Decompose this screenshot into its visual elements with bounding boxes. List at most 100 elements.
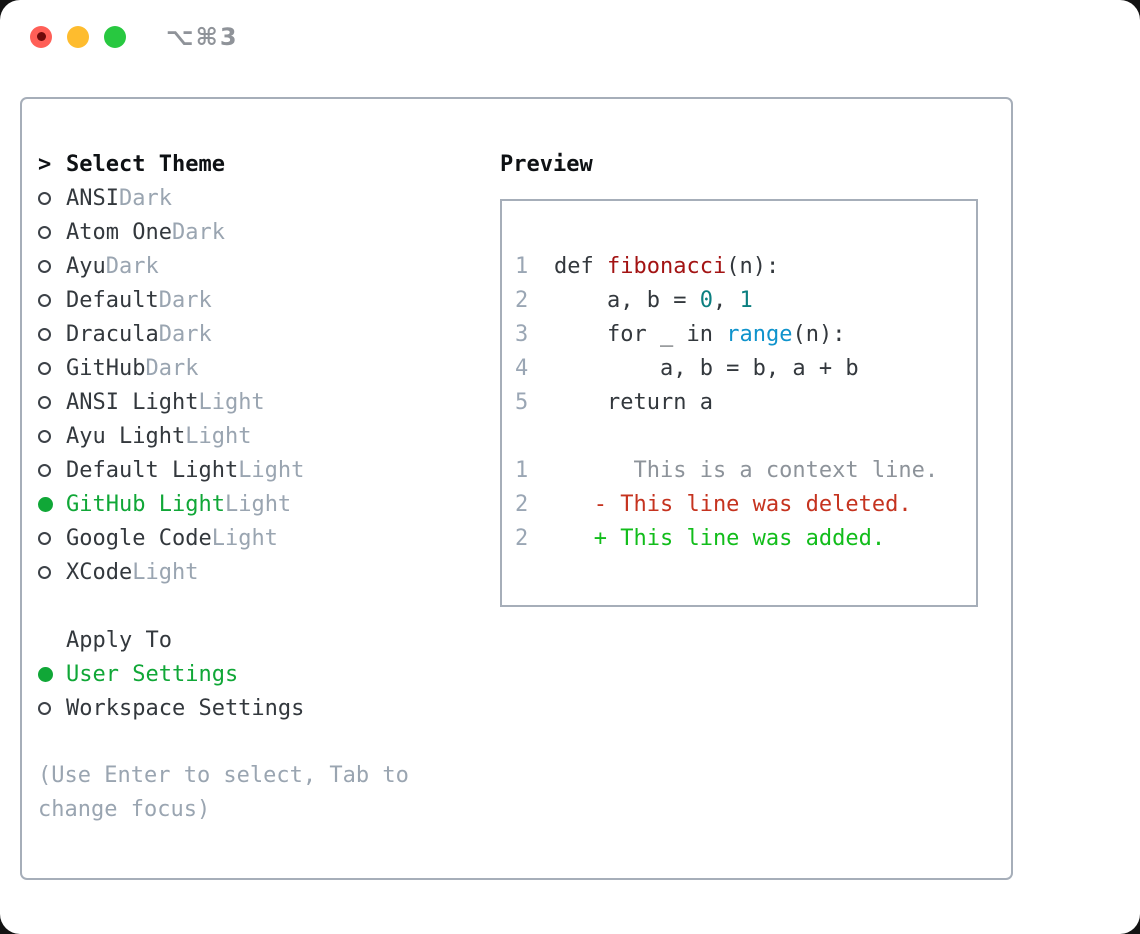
- apply-option-label: Workspace Settings: [66, 695, 305, 721]
- theme-variant-tag: Dark: [171, 219, 225, 245]
- close-button[interactable]: [30, 25, 52, 48]
- apply-option-workspace-settings[interactable]: Workspace Settings: [38, 691, 500, 725]
- theme-name: GitHub: [66, 355, 146, 381]
- theme-name: Atom One: [66, 219, 172, 245]
- radio-unselected-icon: [38, 259, 66, 273]
- line-number: 1: [515, 457, 529, 483]
- apply-to-header-row: Apply To: [38, 623, 500, 657]
- diff-text: - This line was deleted.: [554, 491, 912, 517]
- code-token-plain: a: [686, 389, 713, 415]
- theme-variant-tag: Dark: [105, 253, 159, 279]
- radio-unselected-icon: [38, 701, 66, 715]
- theme-name: ANSI Light: [66, 389, 199, 415]
- cursor-icon: >: [38, 151, 52, 177]
- theme-name: GitHub Light: [66, 491, 225, 517]
- theme-option-github[interactable]: GitHub Dark: [38, 351, 500, 385]
- radio-unselected-icon: [38, 225, 66, 239]
- code-token-number: 0: [699, 287, 713, 313]
- theme-name: Default Light: [66, 457, 239, 483]
- code-token-plain: a, b =: [554, 287, 700, 313]
- theme-option-atom-one[interactable]: Atom One Dark: [38, 215, 500, 249]
- theme-option-ayu[interactable]: Ayu Dark: [38, 249, 500, 283]
- theme-name: Dracula: [66, 321, 159, 347]
- theme-option-xcode[interactable]: XCode Light: [38, 555, 500, 589]
- diff-text: This is a context line.: [554, 457, 939, 483]
- line-number: 2: [515, 287, 529, 313]
- apply-option-user-settings[interactable]: User Settings: [38, 657, 500, 691]
- theme-name: Default: [66, 287, 159, 313]
- line-number: 1: [515, 253, 529, 279]
- diff-line-deleted: 2 - This line was deleted.: [515, 487, 966, 521]
- radio-unselected-icon: [38, 327, 66, 341]
- theme-option-dracula[interactable]: Dracula Dark: [38, 317, 500, 351]
- diff-preview: 1 This is a context line.2 - This line w…: [515, 453, 966, 555]
- theme-variant-tag: Light: [198, 389, 265, 415]
- diff-text: + This line was added.: [554, 525, 886, 551]
- line-number: 2: [515, 491, 529, 517]
- code-token-plain: _: [646, 321, 687, 347]
- theme-name: XCode: [66, 559, 133, 585]
- theme-variant-tag: Light: [132, 559, 199, 585]
- line-number: 2: [515, 525, 529, 551]
- diff-line-added: 2 + This line was added.: [515, 521, 966, 555]
- code-token-plain: a, b = b, a + b: [554, 355, 859, 381]
- line-number: 4: [515, 355, 529, 381]
- theme-option-ansi-light[interactable]: ANSI Light Light: [38, 385, 500, 419]
- code-token-number: 1: [739, 287, 753, 313]
- code-token-keyword: def: [554, 253, 607, 279]
- preview-header-row: Preview: [500, 147, 995, 181]
- traffic-lights: [30, 25, 126, 48]
- code-token-plain: (n):: [792, 321, 846, 347]
- theme-name: Ayu: [66, 253, 106, 279]
- code-token-keyword: in: [686, 321, 713, 347]
- theme-name: Google Code: [66, 525, 212, 551]
- theme-option-ansi[interactable]: ANSI Dark: [38, 181, 500, 215]
- diff-line-context: 1 This is a context line.: [515, 453, 966, 487]
- select-theme-header: Select Theme: [66, 151, 225, 177]
- theme-variant-tag: Light: [224, 491, 292, 517]
- theme-variant-tag: Dark: [158, 321, 212, 347]
- theme-variant-tag: Light: [211, 525, 278, 551]
- zoom-button[interactable]: [104, 25, 126, 48]
- theme-variant-tag: Dark: [118, 185, 172, 211]
- theme-option-github-light[interactable]: GitHub Light Light: [38, 487, 500, 521]
- code-line: 4 a, b = b, a + b: [515, 351, 966, 385]
- theme-option-google-code[interactable]: Google Code Light: [38, 521, 500, 555]
- record-dot-icon: [36, 32, 46, 41]
- theme-name: ANSI: [66, 185, 119, 211]
- theme-variant-tag: Light: [238, 457, 305, 483]
- code-token-keyword: return: [554, 389, 687, 415]
- radio-unselected-icon: [38, 531, 66, 545]
- line-number: 5: [515, 389, 529, 415]
- radio-unselected-icon: [38, 191, 66, 205]
- line-number: 3: [515, 321, 529, 347]
- radio-unselected-icon: [38, 395, 66, 409]
- select-theme-header-row: > Select Theme: [38, 147, 500, 181]
- radio-unselected-icon: [38, 565, 66, 579]
- theme-option-ayu-light[interactable]: Ayu Light Light: [38, 419, 500, 453]
- theme-option-default[interactable]: Default Dark: [38, 283, 500, 317]
- code-token-keyword: for: [554, 321, 647, 347]
- radio-selected-icon: [38, 666, 66, 682]
- code-token-plain: ,: [712, 287, 740, 313]
- minimize-button[interactable]: [67, 25, 89, 48]
- radio-unselected-icon: [38, 293, 66, 307]
- theme-name: Ayu Light: [66, 423, 186, 449]
- code-line: 3 for _ in range(n):: [515, 317, 966, 351]
- help-text: (Use Enter to select, Tab to change focu…: [38, 763, 409, 822]
- code-token-plain: [713, 322, 726, 347]
- theme-option-default-light[interactable]: Default Light Light: [38, 453, 500, 487]
- radio-unselected-icon: [38, 463, 66, 477]
- theme-variant-tag: Dark: [145, 355, 199, 381]
- apply-option-label: User Settings: [66, 661, 239, 687]
- radio-unselected-icon: [38, 361, 66, 375]
- theme-variant-tag: Dark: [158, 287, 212, 313]
